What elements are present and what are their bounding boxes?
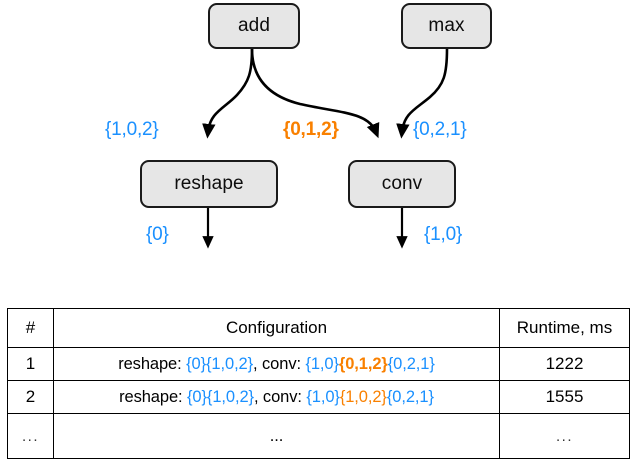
config-token: ... [269, 426, 284, 445]
cell-configuration: reshape: {0}{1,0,2}, conv: {1,0}{0,1,2}{… [53, 347, 500, 381]
config-token: {0,1,2} [338, 355, 388, 373]
config-token: conv: [262, 355, 306, 373]
cell-number: ... [7, 413, 54, 459]
graph-node-add[interactable]: add [208, 3, 300, 49]
config-token: reshape: [118, 355, 187, 373]
graph-node-reshape-label: reshape [174, 173, 244, 194]
graph-node-add-label: add [237, 15, 270, 36]
table-row[interactable]: ......... [7, 413, 630, 459]
config-token: {1,0,2} [206, 355, 254, 373]
edge-label-add-reshape: {1,0,2} [105, 119, 159, 140]
cell-runtime: 1555 [499, 380, 630, 414]
column-header-runtime: Runtime, ms [499, 308, 630, 348]
config-token: {1,0,2} [339, 388, 387, 406]
edge-label-max-conv: {0,2,1} [413, 119, 467, 140]
graph-node-max[interactable]: max [401, 3, 492, 49]
cell-runtime: ... [499, 413, 630, 459]
config-token: {1,0,2} [206, 388, 254, 406]
config-token: reshape: [119, 388, 188, 406]
edge-add-to-conv [250, 48, 380, 139]
config-token: , [253, 388, 263, 406]
graph-node-conv[interactable]: conv [348, 160, 456, 208]
edge-add-to-reshape [202, 48, 254, 139]
operator-graph: add max reshape conv {1,0,2} {0,1,2} {0,… [105, 3, 492, 249]
edge-max-to-conv [396, 48, 449, 139]
graph-node-conv-label: conv [381, 173, 423, 194]
config-token: {1,0} [305, 355, 339, 373]
config-token: , [253, 355, 263, 373]
edge-label-add-conv: {0,1,2} [283, 119, 339, 140]
column-header-configuration: Configuration [53, 308, 500, 348]
config-token: {0} [186, 355, 207, 373]
config-token: {1,0} [306, 388, 340, 406]
config-token: conv: [262, 388, 307, 406]
cell-configuration: reshape: {0}{1,0,2}, conv: {1,0}{1,0,2}{… [53, 380, 500, 414]
edge-label-conv-out: {1,0} [424, 224, 463, 245]
cell-runtime: 1222 [499, 347, 630, 381]
graph-node-max-label: max [428, 15, 465, 36]
cell-number: 1 [7, 347, 54, 381]
column-header-number: # [7, 308, 54, 348]
cell-configuration: ... [53, 413, 500, 459]
edge-label-reshape-out: {0} [146, 224, 169, 245]
config-token: {0} [187, 388, 207, 406]
config-token: {0,2,1} [387, 355, 435, 373]
config-token: {0,2,1} [386, 388, 434, 406]
graph-node-reshape[interactable]: reshape [140, 160, 278, 208]
cell-number: 2 [7, 380, 54, 414]
graph-edges-canvas [202, 48, 449, 249]
table-header-row: # Configuration Runtime, ms [7, 308, 630, 348]
